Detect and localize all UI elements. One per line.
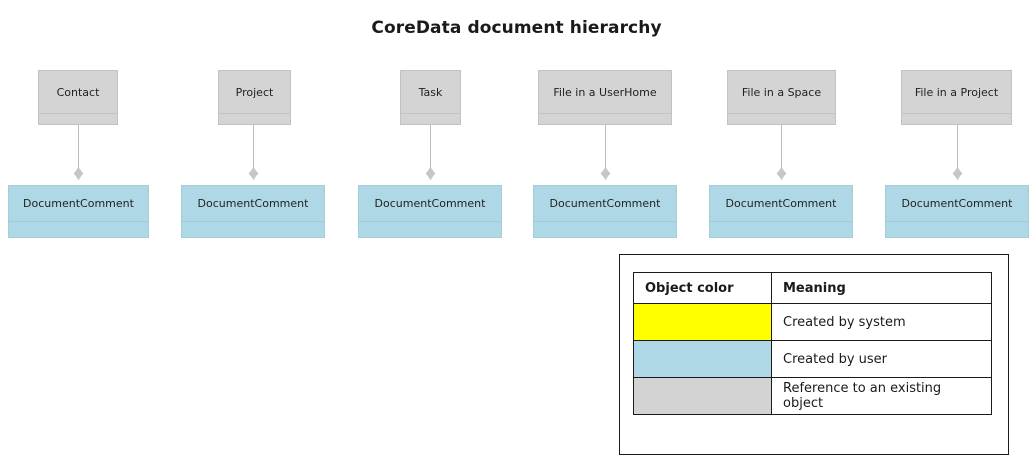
legend-header-row: Object color Meaning — [633, 272, 992, 304]
class-box-documentcomment-3-attributes — [359, 222, 501, 237]
connector-line-file-in-a-project — [957, 125, 958, 170]
connector-line-file-in-a-space — [781, 125, 782, 170]
legend-table: Object color Meaning Created by system C… — [633, 272, 992, 415]
class-box-file-in-a-userhome-label: File in a UserHome — [539, 71, 671, 114]
legend-meaning-user: Created by user — [771, 340, 992, 378]
class-box-file-in-a-space[interactable]: File in a Space — [727, 70, 836, 125]
class-box-project-label: Project — [219, 71, 290, 114]
class-box-documentcomment-4-attributes — [534, 222, 676, 237]
class-box-documentcomment-2-label: DocumentComment — [182, 186, 324, 222]
legend-meaning-reference: Reference to an existing object — [771, 377, 992, 415]
legend-swatch-system — [633, 303, 772, 341]
page-title: CoreData document hierarchy — [371, 18, 662, 38]
legend-row-system: Created by system — [633, 303, 992, 341]
class-box-task[interactable]: Task — [400, 70, 461, 125]
class-box-documentcomment-3-label: DocumentComment — [359, 186, 501, 222]
class-box-file-in-a-project-label: File in a Project — [902, 71, 1011, 114]
class-box-file-in-a-userhome[interactable]: File in a UserHome — [538, 70, 672, 125]
class-box-documentcomment-4[interactable]: DocumentComment — [533, 185, 677, 238]
class-box-contact[interactable]: Contact — [38, 70, 118, 125]
class-box-documentcomment-6[interactable]: DocumentComment — [885, 185, 1029, 238]
composition-diamond-file-in-a-userhome — [601, 167, 610, 180]
legend-row-user: Created by user — [633, 340, 992, 378]
composition-diamond-file-in-a-project — [953, 167, 962, 180]
connector-line-task — [430, 125, 431, 170]
legend-meaning-system: Created by system — [771, 303, 992, 341]
class-box-file-in-a-space-attributes — [728, 114, 835, 124]
connector-line-contact — [78, 125, 79, 170]
class-box-documentcomment-5-attributes — [710, 222, 852, 237]
composition-diamond-file-in-a-space — [777, 167, 786, 180]
composition-diamond-contact — [74, 167, 83, 180]
legend-row-reference: Reference to an existing object — [633, 377, 992, 415]
class-box-file-in-a-userhome-attributes — [539, 114, 671, 124]
class-box-documentcomment-1-attributes — [9, 222, 148, 237]
legend-header-meaning: Meaning — [771, 272, 992, 304]
class-box-documentcomment-5-label: DocumentComment — [710, 186, 852, 222]
class-box-documentcomment-5[interactable]: DocumentComment — [709, 185, 853, 238]
class-box-task-attributes — [401, 114, 460, 124]
class-box-contact-attributes — [39, 114, 117, 124]
class-box-file-in-a-project-attributes — [902, 114, 1011, 124]
legend-header-object-color: Object color — [633, 272, 772, 304]
class-box-documentcomment-6-label: DocumentComment — [886, 186, 1028, 222]
class-box-contact-label: Contact — [39, 71, 117, 114]
class-box-documentcomment-2[interactable]: DocumentComment — [181, 185, 325, 238]
legend-swatch-reference — [633, 377, 772, 415]
class-box-task-label: Task — [401, 71, 460, 114]
composition-diamond-task — [426, 167, 435, 180]
class-box-documentcomment-1[interactable]: DocumentComment — [8, 185, 149, 238]
composition-diamond-project — [249, 167, 258, 180]
class-box-documentcomment-6-attributes — [886, 222, 1028, 237]
class-box-documentcomment-1-label: DocumentComment — [9, 186, 148, 222]
connector-line-project — [253, 125, 254, 170]
class-box-file-in-a-space-label: File in a Space — [728, 71, 835, 114]
class-box-documentcomment-3[interactable]: DocumentComment — [358, 185, 502, 238]
class-box-documentcomment-4-label: DocumentComment — [534, 186, 676, 222]
class-box-project[interactable]: Project — [218, 70, 291, 125]
class-box-project-attributes — [219, 114, 290, 124]
class-box-documentcomment-2-attributes — [182, 222, 324, 237]
class-box-file-in-a-project[interactable]: File in a Project — [901, 70, 1012, 125]
connector-line-file-in-a-userhome — [605, 125, 606, 170]
legend-swatch-user — [633, 340, 772, 378]
